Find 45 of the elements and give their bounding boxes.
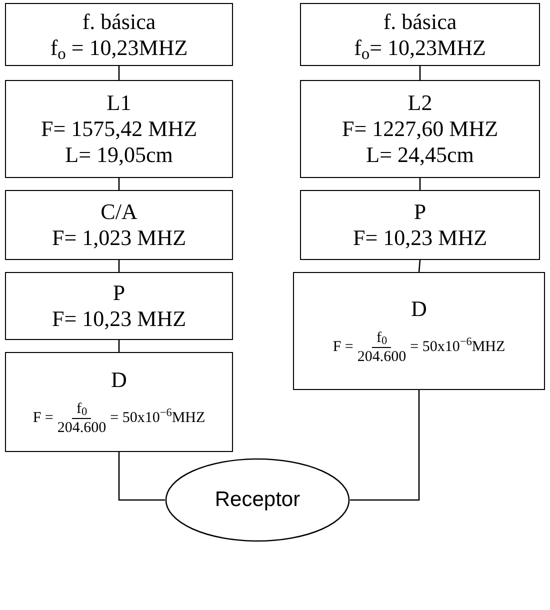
node-title: f. básica — [383, 8, 457, 34]
node-title: P — [112, 280, 126, 306]
process-box — [300, 3, 540, 66]
node-text: f$_{o}$ = 10,23MHZ — [50, 34, 188, 60]
node-title: L1 — [106, 90, 132, 116]
process-box — [5, 3, 233, 66]
fraction-numerator: f$_{0}$ — [372, 328, 392, 348]
connector-line — [419, 178, 421, 190]
fraction-denominator: 204.600 — [57, 418, 106, 436]
node-title: L2 — [408, 90, 432, 116]
node-title: f. básica — [82, 8, 156, 34]
node-text: F= 1575,42 MHZ — [40, 116, 198, 142]
process-box — [300, 190, 540, 260]
node-text: L= 24,45cm — [366, 142, 474, 168]
connector-line — [118, 260, 120, 272]
fraction-denominator: 204.600 — [357, 348, 406, 366]
node-title: D — [411, 296, 427, 320]
connector-line — [118, 340, 120, 352]
node-title: C/A — [100, 199, 138, 225]
formula-text: = 50x10$^{−6}$MHZ — [110, 406, 206, 428]
process-box — [5, 272, 233, 340]
connector-line — [418, 260, 421, 272]
node-text: L= 19,05cm — [65, 142, 173, 168]
formula-text: F = — [32, 408, 54, 428]
process-box — [5, 80, 233, 178]
node-text: F= 10,23 MHZ — [352, 225, 488, 251]
process-box — [300, 80, 540, 178]
node-text: F= 10,23 MHZ — [52, 306, 186, 332]
connector-line — [118, 66, 120, 80]
process-box — [5, 190, 233, 260]
node-text: F= 1227,60 MHZ — [342, 116, 498, 142]
fraction-numerator: f$_{0}$ — [72, 400, 92, 418]
formula-text: = 50x10$^{−6}$MHZ — [410, 336, 506, 357]
node-text: Receptor — [214, 487, 300, 514]
process-box — [5, 352, 233, 452]
node-title: P — [414, 199, 426, 225]
node-text: f$_{o}$= 10,23MHZ — [354, 34, 486, 60]
formula-text: F = — [332, 338, 354, 357]
connector-line — [350, 390, 420, 501]
connector-line — [419, 66, 421, 80]
connector-line — [118, 452, 165, 501]
node-title: D — [111, 368, 127, 392]
connector-line — [118, 178, 120, 190]
process-box — [293, 272, 545, 390]
node-text: F= 1,023 MHZ — [52, 225, 186, 251]
